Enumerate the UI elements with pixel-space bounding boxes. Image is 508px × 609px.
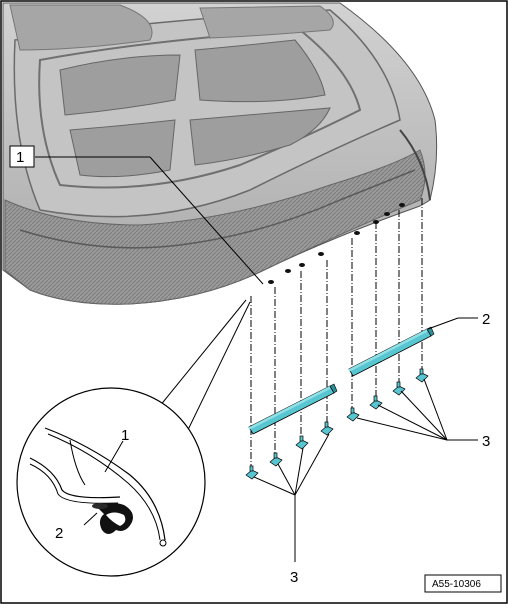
figure-id-tag: A55-10306 — [424, 574, 502, 593]
clip — [320, 421, 334, 436]
figure-id-text: A55-10306 — [432, 579, 481, 590]
detail-callout-2-text: 2 — [55, 525, 63, 542]
clip — [245, 465, 259, 480]
clip — [269, 452, 283, 467]
leader-lines — [35, 156, 478, 562]
callout-2-text: 2 — [482, 311, 490, 328]
clip — [415, 368, 429, 383]
clip — [369, 395, 383, 410]
alignment-lines — [250, 198, 423, 470]
clip — [346, 407, 360, 422]
callout-3-bottom-text: 3 — [290, 569, 298, 586]
callout-1-hood: 1 — [9, 145, 35, 168]
clips — [245, 368, 429, 480]
hood-holes — [268, 203, 405, 284]
engine-hood — [2, 2, 438, 305]
trim-strip-right — [348, 326, 435, 377]
clip — [392, 381, 406, 396]
clip — [295, 435, 309, 450]
detail-callout-1-text: 1 — [121, 427, 129, 444]
detail-view — [16, 387, 206, 577]
trim-strip-left — [248, 383, 338, 435]
callout-3-right-text: 3 — [482, 433, 490, 450]
callout-1-text: 1 — [16, 149, 24, 166]
